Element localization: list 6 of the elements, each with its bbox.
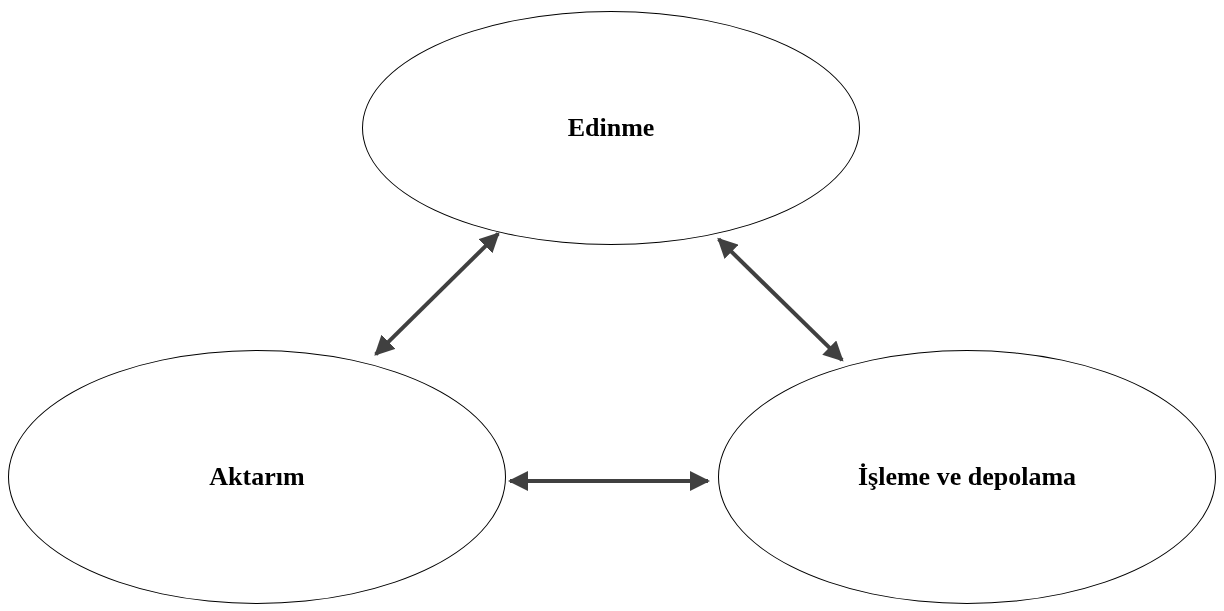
node-label: İşleme ve depolama	[857, 462, 1077, 492]
double-arrow	[508, 471, 710, 491]
node-label: Edinme	[567, 113, 655, 143]
double-arrow	[717, 237, 844, 362]
double-arrow	[374, 232, 500, 356]
node-label: Aktarım	[209, 462, 305, 492]
